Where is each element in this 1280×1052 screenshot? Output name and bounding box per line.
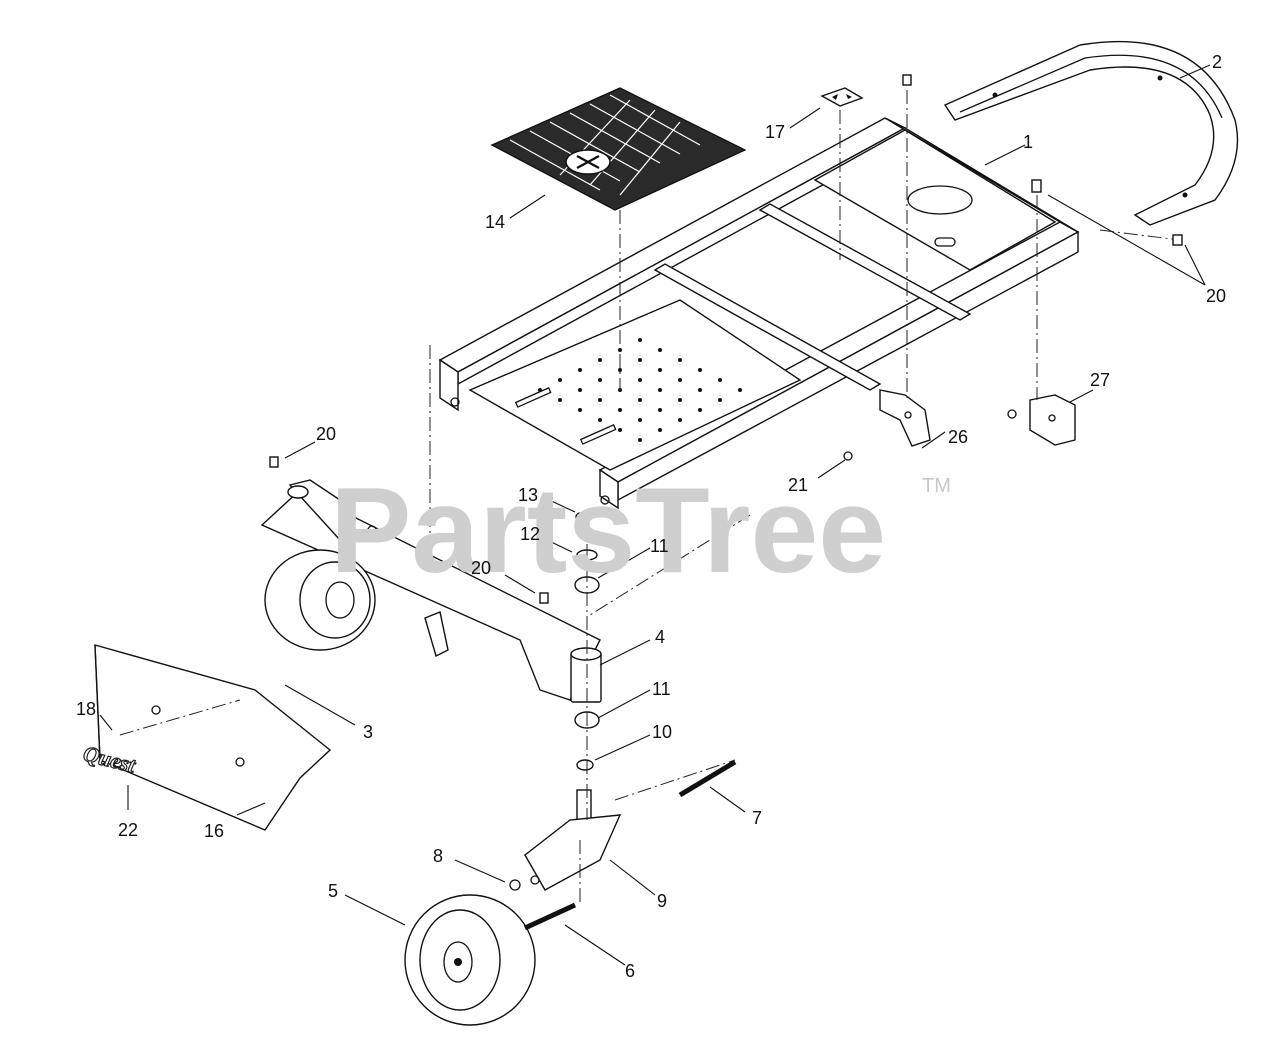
parts-tree-watermark: PartsTree TM — [330, 462, 951, 598]
callout-9: 9 — [657, 891, 667, 911]
callout-labels: 1 2 3 4 5 6 7 8 9 10 11 11 12 13 14 16 1… — [76, 52, 1226, 981]
callout-11a: 11 — [652, 679, 671, 699]
callout-13: 13 — [518, 485, 538, 505]
callout-20c: 20 — [471, 558, 491, 578]
callout-10: 10 — [652, 722, 672, 742]
callout-5: 5 — [328, 881, 338, 901]
callout-14: 14 — [485, 212, 505, 232]
svg-text:TM: TM — [922, 475, 951, 497]
caster-fork — [509, 789, 622, 891]
caster-wheel — [404, 894, 536, 1026]
callout-3: 3 — [363, 722, 373, 742]
callout-20b: 20 — [316, 424, 336, 444]
callout-8: 8 — [433, 846, 443, 866]
bracket-27 — [1007, 394, 1076, 446]
callout-2: 2 — [1212, 52, 1222, 72]
bracket-26 — [879, 389, 931, 447]
callout-21: 21 — [788, 475, 808, 495]
leader-lines — [99, 64, 1211, 966]
decal-17 — [820, 87, 864, 107]
fasteners — [269, 74, 1183, 604]
handle-bar — [943, 40, 1239, 226]
front-shield — [94, 644, 332, 831]
callout-4: 4 — [655, 627, 665, 647]
callout-12: 12 — [520, 524, 540, 544]
callout-18: 18 — [76, 699, 96, 719]
main-frame — [438, 117, 1080, 510]
callout-6: 6 — [625, 961, 635, 981]
svg-text:PartsTree: PartsTree — [330, 462, 886, 598]
seat-pad — [490, 87, 747, 211]
callout-1: 1 — [1023, 132, 1033, 152]
front-axle — [260, 479, 602, 703]
callout-17: 17 — [765, 122, 785, 142]
callout-27: 27 — [1090, 370, 1110, 390]
assembly-lines — [119, 90, 1181, 905]
callout-11b: 11 — [650, 536, 669, 556]
callout-22: 22 — [118, 820, 138, 840]
foot-plate-holes — [514, 338, 742, 445]
callout-16: 16 — [204, 821, 224, 841]
callout-26: 26 — [948, 427, 968, 447]
callout-20a: 20 — [1206, 286, 1226, 306]
rear-wheel — [264, 549, 376, 651]
callout-7: 7 — [752, 808, 762, 828]
